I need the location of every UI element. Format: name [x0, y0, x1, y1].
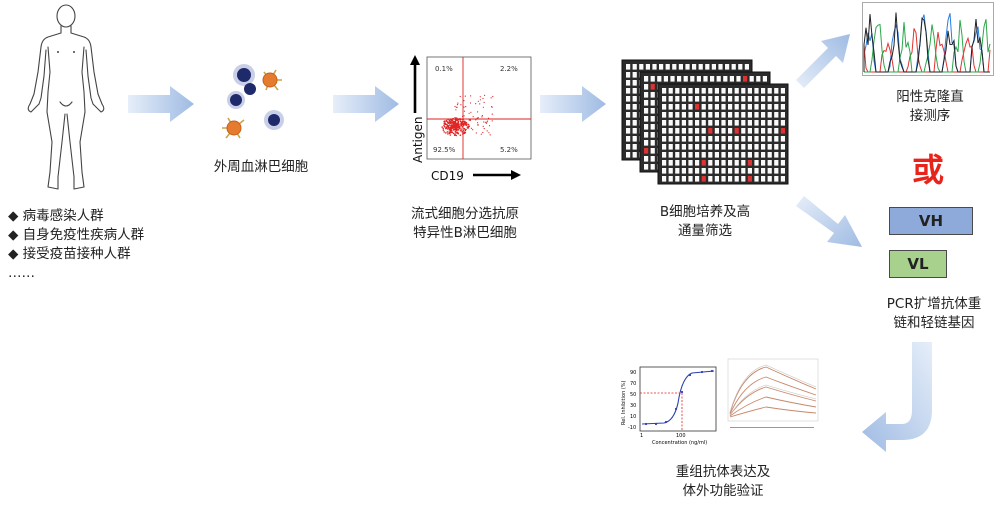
inhibition-ytick-6: -10 — [628, 425, 636, 431]
sequencing-chromatogram — [862, 2, 994, 76]
facs-plot: 0.1% 2.2% 92.5% 5.2% Antigen CD19 — [410, 55, 532, 183]
pcr-label-line1: PCR扩增抗体重 — [886, 296, 982, 312]
vh-gene-box: VH — [889, 207, 973, 235]
arrow-up-right — [796, 34, 850, 88]
facs-label-line1: 流式细胞分选抗原 — [411, 206, 519, 222]
facs-label: 流式细胞分选抗原 特异性B淋巴细胞 — [380, 205, 550, 243]
sequencing-label-line2: 接测序 — [909, 108, 951, 124]
inhibition-ytick-2: 70 — [630, 381, 636, 387]
pcr-label-line2: 链和轻链基因 — [893, 315, 975, 331]
expression-label: 重组抗体表达及 体外功能验证 — [648, 463, 798, 501]
facs-q-ll: 92.5% — [433, 146, 456, 154]
inhibition-curve-chart: Rel. Inhibition (%) 90 70 50 30 10 -10 1… — [621, 366, 717, 446]
vl-gene-box: VL — [889, 250, 947, 278]
inhibition-xtick-1: 1 — [640, 433, 643, 439]
inhibition-ytick-5: 10 — [630, 414, 636, 420]
pbmc-label-text: 外周血淋巴细胞 — [213, 159, 309, 175]
sequencing-label: 阳性克隆直 接测序 — [880, 88, 980, 126]
source-item-4: …… — [8, 265, 35, 281]
source-item-2: ◆ 自身免疫性疾病人群 — [8, 227, 145, 243]
human-body-figure — [27, 4, 105, 190]
source-item-3: ◆ 接受疫苗接种人群 — [8, 246, 131, 262]
source-item-1: ◆ 病毒感染人群 — [8, 208, 104, 224]
expression-label-line2: 体外功能验证 — [682, 483, 764, 499]
arrow-2 — [333, 86, 399, 122]
binding-kinetics-chart — [727, 358, 819, 428]
inhibition-xlabel: Concentration (ng/ml) — [652, 440, 707, 446]
pbmc-label: 外周血淋巴细胞 — [196, 158, 326, 177]
facs-xlabel: CD19 — [431, 169, 464, 183]
inhibition-ytick-4: 30 — [630, 403, 636, 409]
inhibition-ytick-1: 90 — [630, 370, 636, 376]
pcr-label: PCR扩增抗体重 链和轻链基因 — [868, 295, 1000, 333]
inhibition-xtick-2: 100 — [676, 433, 686, 439]
inhibition-ytick-3: 50 — [630, 392, 636, 398]
arrow-3 — [540, 86, 606, 122]
facs-label-line2: 特异性B淋巴细胞 — [413, 225, 517, 241]
culture-label: B细胞培养及高 通量筛选 — [630, 203, 780, 241]
facs-q-ur: 2.2% — [500, 65, 518, 73]
expression-label-line1: 重组抗体表达及 — [675, 464, 771, 480]
inhibition-ylabel: Rel. Inhibition (%) — [621, 380, 627, 425]
source-population-list: ◆ 病毒感染人群 ◆ 自身免疫性疾病人群 ◆ 接受疫苗接种人群 …… — [8, 207, 144, 283]
facs-ylabel: Antigen — [411, 117, 425, 163]
facs-q-ul: 0.1% — [435, 65, 453, 73]
culture-label-line1: B细胞培养及高 — [659, 204, 751, 220]
facs-q-lr: 5.2% — [500, 146, 518, 154]
culture-label-line2: 通量筛选 — [678, 223, 732, 239]
arrow-curved-down-left — [862, 342, 932, 452]
culture-plates-image — [621, 59, 789, 185]
arrow-down-right — [796, 196, 862, 247]
or-label: 或 — [912, 151, 945, 189]
lymphocyte-cells-image — [222, 64, 284, 139]
arrow-1 — [128, 86, 194, 122]
sequencing-label-line1: 阳性克隆直 — [896, 89, 964, 105]
